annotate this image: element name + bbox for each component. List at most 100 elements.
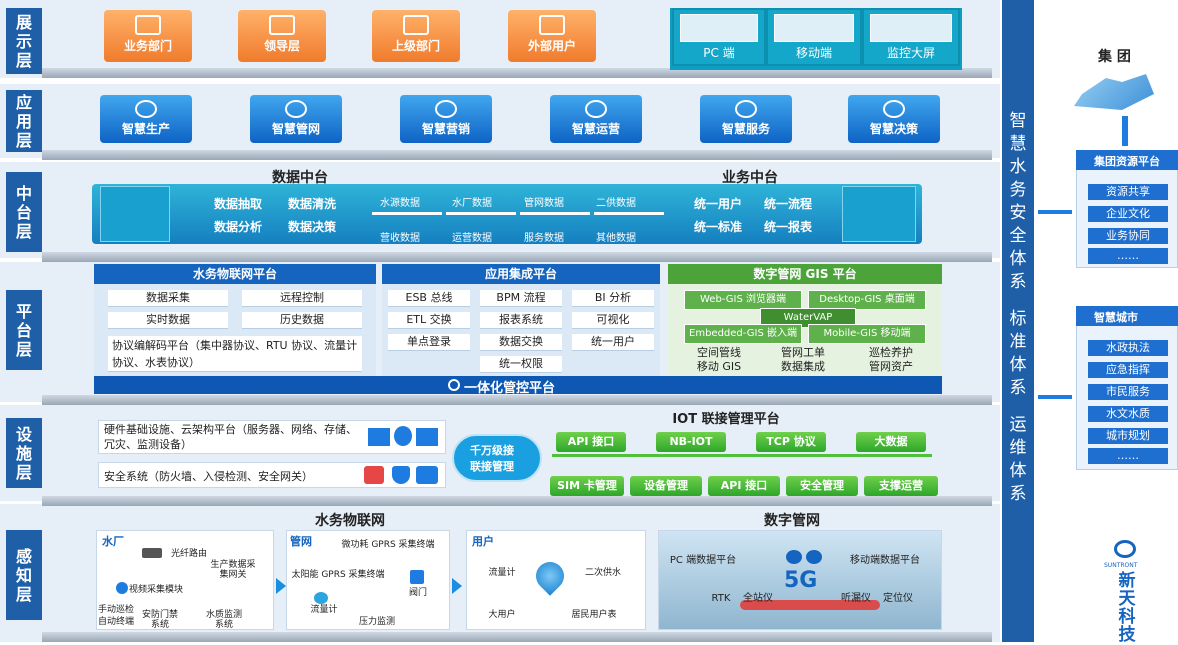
city-item-emergency[interactable]: 应急指挥 xyxy=(1088,362,1168,378)
group-item-share[interactable]: 资源共享 xyxy=(1088,184,1168,200)
terminal-screen[interactable]: 监控大屏 xyxy=(862,8,960,66)
gis-web[interactable]: Web-GIS 浏览器端 xyxy=(684,290,802,310)
vertical-char: 智 xyxy=(1009,111,1027,131)
flow-revenue: 营收数据 xyxy=(380,233,420,244)
plant-video: 视频采集模块 xyxy=(128,585,183,595)
flow-water-plant: 水厂数据 xyxy=(452,198,492,209)
iot-item-history[interactable]: 历史数据 xyxy=(242,312,362,329)
city-item-more[interactable]: …… xyxy=(1088,448,1168,464)
layer-label-platform: 平台层 xyxy=(6,290,42,370)
iot-tcp[interactable]: TCP 协议 xyxy=(756,432,826,452)
iot-bigdata[interactable]: 大数据 xyxy=(856,432,926,452)
iot-item-collect[interactable]: 数据采集 xyxy=(108,290,228,307)
camera-icon xyxy=(116,582,128,594)
shelf-3 xyxy=(42,252,992,262)
iot-item-realtime[interactable]: 实时数据 xyxy=(108,312,228,329)
app-item-visual[interactable]: 可视化 xyxy=(572,312,654,329)
iot-operation[interactable]: 支撑运营 xyxy=(864,476,938,496)
vertical-char: 全 xyxy=(1009,226,1027,246)
app-smart-service[interactable]: 智慧服务 xyxy=(700,95,792,143)
data-cube-icon xyxy=(100,186,170,242)
plant-title: 水厂 xyxy=(102,535,124,548)
app-item-report[interactable]: 报表系统 xyxy=(480,312,562,329)
flow-arrow-3 xyxy=(520,212,590,215)
city-item-citizen[interactable]: 市民服务 xyxy=(1088,384,1168,400)
iot-sim[interactable]: SIM 卡管理 xyxy=(550,476,624,496)
company-logo-small: SUNTRONT xyxy=(1104,562,1138,569)
rack-icon xyxy=(416,428,438,446)
display-user-leaders[interactable]: 领导层 xyxy=(238,10,326,62)
gis-foot-pipeline: 空间管线 xyxy=(697,346,741,359)
city-item-hydro[interactable]: 水文水质 xyxy=(1088,406,1168,422)
flow-pipe-network: 管网数据 xyxy=(524,198,564,209)
gis-foot-mobile: 移动 GIS xyxy=(696,360,742,373)
gis-desktop[interactable]: Desktop-GIS 桌面端 xyxy=(808,290,926,310)
iot-protocol[interactable]: 协议编解码平台（集中器协议、RTU 协议、流量计协议、水表协议） xyxy=(108,336,362,372)
city-item-law[interactable]: 水政执法 xyxy=(1088,340,1168,356)
terminal-pc[interactable]: PC 端 xyxy=(672,8,766,66)
display-user-business[interactable]: 业务部门 xyxy=(104,10,192,62)
group-item-more[interactable]: …… xyxy=(1088,248,1168,264)
cloud-icon[interactable] xyxy=(452,434,542,482)
app-smart-pipe[interactable]: 智慧管网 xyxy=(250,95,342,143)
group-item-culture[interactable]: 企业文化 xyxy=(1088,206,1168,222)
iot-nbiot[interactable]: NB-IOT xyxy=(656,432,726,452)
app-item-etl[interactable]: ETL 交换 xyxy=(388,312,470,329)
biz-func-flow: 统一流程 xyxy=(764,197,813,211)
logo-char: 技 xyxy=(1118,625,1136,645)
vertical-char: 体 xyxy=(1009,355,1027,375)
app-item-esb[interactable]: ESB 总线 xyxy=(388,290,470,307)
app-smart-operation[interactable]: 智慧运营 xyxy=(550,95,642,143)
app-item-exchange[interactable]: 数据交换 xyxy=(480,334,562,351)
group-building-icon xyxy=(1074,74,1154,110)
iot-item-remote[interactable]: 远程控制 xyxy=(242,290,362,307)
monitor-icon xyxy=(680,14,758,42)
pipe-valve: 阀门 xyxy=(408,588,427,598)
digital-mobile: 移动端数据平台 xyxy=(850,555,920,566)
cloud-label-1: 千万级接 xyxy=(470,444,514,457)
upload-icon xyxy=(786,550,802,564)
pipe-red-band xyxy=(740,600,880,610)
shelf-4 xyxy=(42,395,992,405)
app-smart-production[interactable]: 智慧生产 xyxy=(100,95,192,143)
vertical-char: 安 xyxy=(1009,203,1027,223)
database-icon xyxy=(394,426,412,446)
user-large: 大用户 xyxy=(488,610,516,620)
gis-embedded[interactable]: Embedded-GIS 嵌入端 xyxy=(684,324,802,344)
digital-pipe-photo xyxy=(658,530,942,630)
pipe-icon xyxy=(285,100,307,118)
app-item-permission[interactable]: 统一权限 xyxy=(480,356,562,373)
iot-device[interactable]: 设备管理 xyxy=(630,476,702,496)
app-integration-title: 应用集成平台 xyxy=(382,264,660,284)
display-user-superior[interactable]: 上级部门 xyxy=(372,10,460,62)
router-icon xyxy=(142,548,162,558)
flow-secondary-supply: 二供数据 xyxy=(596,198,636,209)
iot-api-2[interactable]: API 接口 xyxy=(708,476,780,496)
logo-char: 天 xyxy=(1118,589,1136,609)
data-middle-title: 数据中台 xyxy=(272,170,328,186)
presentation-icon xyxy=(435,100,457,118)
shelf-5 xyxy=(42,496,992,506)
gis-mobile[interactable]: Mobile-GIS 移动端 xyxy=(808,324,926,344)
city-item-planning[interactable]: 城市规划 xyxy=(1088,428,1168,444)
app-item-sso[interactable]: 单点登录 xyxy=(388,334,470,351)
iot-api[interactable]: API 接口 xyxy=(556,432,626,452)
pipe-gprs-solar: 太阳能 GPRS 采集终端 xyxy=(291,570,385,580)
vertical-char: 水 xyxy=(1009,157,1027,177)
iot-security[interactable]: 安全管理 xyxy=(786,476,858,496)
app-item-bpm[interactable]: BPM 流程 xyxy=(480,290,562,307)
group-platform-header xyxy=(1076,150,1178,170)
group-item-collab[interactable]: 业务协同 xyxy=(1088,228,1168,244)
data-func-analyze: 数据分析 xyxy=(214,220,263,234)
arrow-group-link xyxy=(1038,210,1072,214)
terminal-mobile[interactable]: 移动端 xyxy=(766,8,862,66)
app-smart-decision[interactable]: 智慧决策 xyxy=(848,95,940,143)
app-item-user[interactable]: 统一用户 xyxy=(572,334,654,351)
logo-char: 新 xyxy=(1118,571,1136,591)
plant-fiber: 光纤路由 xyxy=(170,549,207,559)
app-smart-marketing[interactable]: 智慧营销 xyxy=(400,95,492,143)
infra-text: 硬件基础设施、云架构平台（服务器、网络、存储、冗灾、监测设备） xyxy=(104,423,357,451)
gis-title: 数字管网 GIS 平台 xyxy=(668,264,942,284)
display-user-external[interactable]: 外部用户 xyxy=(508,10,596,62)
app-item-bi[interactable]: BI 分析 xyxy=(572,290,654,307)
